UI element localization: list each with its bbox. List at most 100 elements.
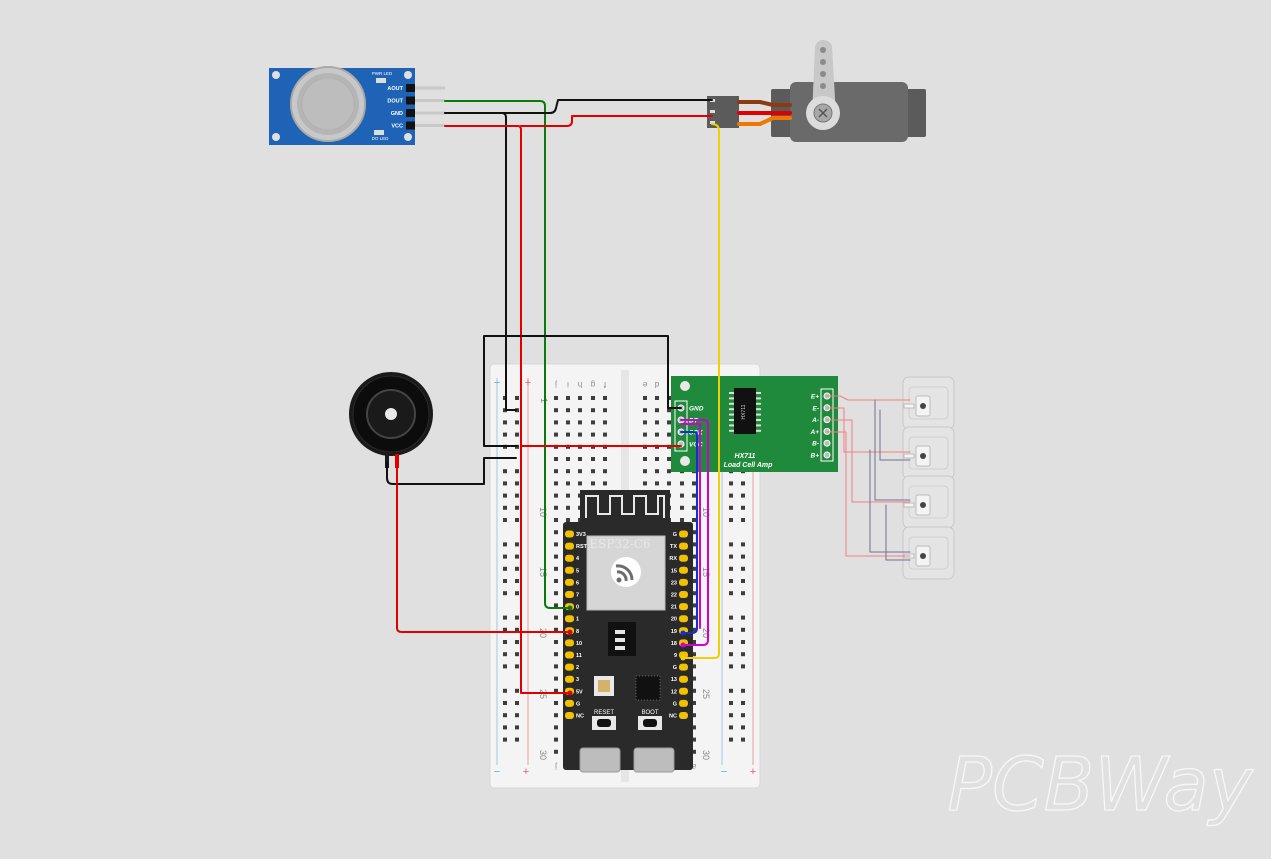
- breadboard-hole[interactable]: [566, 481, 570, 486]
- breadboard-hole[interactable]: [554, 664, 558, 669]
- breadboard-hole[interactable]: [578, 420, 582, 425]
- rail-hole[interactable]: [503, 725, 507, 730]
- rail-hole[interactable]: [515, 652, 519, 657]
- breadboard-hole[interactable]: [692, 481, 696, 486]
- rail-hole[interactable]: [741, 493, 745, 498]
- hx711-pin-right[interactable]: [823, 427, 831, 435]
- rail-hole[interactable]: [741, 737, 745, 742]
- breadboard-hole[interactable]: [680, 493, 684, 498]
- breadboard-hole[interactable]: [643, 457, 647, 461]
- breadboard-hole[interactable]: [578, 469, 582, 474]
- esp32-pin-left[interactable]: [565, 639, 574, 647]
- usb-port-left[interactable]: [579, 747, 621, 773]
- rail-hole[interactable]: [729, 725, 733, 730]
- breadboard-hole[interactable]: [566, 420, 570, 425]
- breadboard-hole[interactable]: [566, 432, 570, 437]
- rail-hole[interactable]: [515, 396, 519, 400]
- breadboard-hole[interactable]: [554, 408, 558, 413]
- breadboard-hole[interactable]: [554, 432, 558, 437]
- rail-hole[interactable]: [741, 652, 745, 657]
- rail-hole[interactable]: [741, 518, 745, 522]
- breadboard-hole[interactable]: [554, 713, 558, 718]
- esp32-pin-right[interactable]: [679, 530, 688, 538]
- esp32-pin-right[interactable]: [679, 566, 688, 574]
- rail-hole[interactable]: [503, 408, 507, 413]
- load-cell[interactable]: [902, 475, 955, 529]
- boot-button[interactable]: [638, 716, 662, 730]
- rail-hole[interactable]: [515, 737, 519, 742]
- rail-hole[interactable]: [503, 591, 507, 596]
- rail-hole[interactable]: [741, 481, 745, 486]
- esp32-c6-board[interactable]: ESP32-C6 RESET BOOT: [563, 490, 693, 773]
- breadboard-hole[interactable]: [692, 566, 696, 571]
- esp32-pin-right[interactable]: [679, 687, 688, 695]
- breadboard-hole[interactable]: [554, 518, 558, 522]
- breadboard-hole[interactable]: [554, 579, 558, 583]
- breadboard-hole[interactable]: [680, 481, 684, 486]
- esp32-pin-left[interactable]: [565, 615, 574, 623]
- breadboard-hole[interactable]: [667, 420, 671, 425]
- load-cell[interactable]: [902, 426, 955, 480]
- breadboard-hole[interactable]: [692, 615, 696, 620]
- rail-hole[interactable]: [503, 652, 507, 657]
- breadboard-hole[interactable]: [566, 493, 570, 498]
- breadboard-hole[interactable]: [692, 688, 696, 693]
- rail-hole[interactable]: [741, 640, 745, 644]
- breadboard-hole[interactable]: [655, 432, 659, 437]
- breadboard-hole[interactable]: [578, 481, 582, 486]
- breadboard-hole[interactable]: [554, 505, 558, 510]
- rail-hole[interactable]: [741, 725, 745, 730]
- rail-hole[interactable]: [503, 518, 507, 522]
- breadboard-hole[interactable]: [554, 591, 558, 596]
- esp32-pin-right[interactable]: [679, 699, 688, 707]
- rail-hole[interactable]: [503, 737, 507, 742]
- rail-hole[interactable]: [515, 432, 519, 437]
- gas-sensor-pin[interactable]: [415, 124, 445, 127]
- breadboard-hole[interactable]: [655, 481, 659, 486]
- rail-hole[interactable]: [741, 554, 745, 559]
- breadboard-hole[interactable]: [692, 676, 696, 681]
- breadboard-hole[interactable]: [603, 408, 607, 413]
- rail-hole[interactable]: [729, 493, 733, 498]
- breadboard-hole[interactable]: [692, 640, 696, 644]
- rail-hole[interactable]: [503, 615, 507, 620]
- rail-hole[interactable]: [729, 688, 733, 693]
- breadboard-hole[interactable]: [667, 432, 671, 437]
- breadboard-hole[interactable]: [554, 749, 558, 754]
- breadboard-hole[interactable]: [692, 542, 696, 547]
- breadboard-hole[interactable]: [655, 469, 659, 474]
- gas-sensor-pin[interactable]: [415, 86, 445, 90]
- breadboard-hole[interactable]: [554, 652, 558, 657]
- load-cell[interactable]: [902, 376, 955, 430]
- breadboard-hole[interactable]: [566, 518, 570, 522]
- breadboard-hole[interactable]: [692, 713, 696, 718]
- breadboard-hole[interactable]: [692, 530, 696, 535]
- rail-hole[interactable]: [729, 615, 733, 620]
- rail-hole[interactable]: [503, 469, 507, 474]
- breadboard-hole[interactable]: [667, 408, 671, 413]
- rail-hole[interactable]: [515, 713, 519, 718]
- rail-hole[interactable]: [729, 481, 733, 486]
- rail-hole[interactable]: [503, 566, 507, 571]
- rail-hole[interactable]: [515, 701, 519, 705]
- rail-hole[interactable]: [729, 652, 733, 657]
- breadboard-hole[interactable]: [603, 457, 607, 461]
- breadboard-hole[interactable]: [554, 420, 558, 425]
- breadboard-hole[interactable]: [692, 749, 696, 754]
- esp32-pin-left[interactable]: [565, 591, 574, 598]
- breadboard-hole[interactable]: [643, 432, 647, 437]
- breadboard-hole[interactable]: [680, 505, 684, 510]
- rail-hole[interactable]: [515, 627, 519, 632]
- rail-hole[interactable]: [515, 505, 519, 510]
- rail-hole[interactable]: [741, 591, 745, 596]
- breadboard-hole[interactable]: [603, 481, 607, 486]
- rail-hole[interactable]: [741, 579, 745, 583]
- esp32-pin-left[interactable]: [565, 675, 574, 683]
- rail-hole[interactable]: [503, 542, 507, 547]
- rail-hole[interactable]: [503, 640, 507, 644]
- breadboard-hole[interactable]: [692, 664, 696, 669]
- rail-hole[interactable]: [503, 701, 507, 705]
- rail-hole[interactable]: [729, 554, 733, 559]
- breadboard-hole[interactable]: [578, 396, 582, 400]
- breadboard-hole[interactable]: [655, 457, 659, 461]
